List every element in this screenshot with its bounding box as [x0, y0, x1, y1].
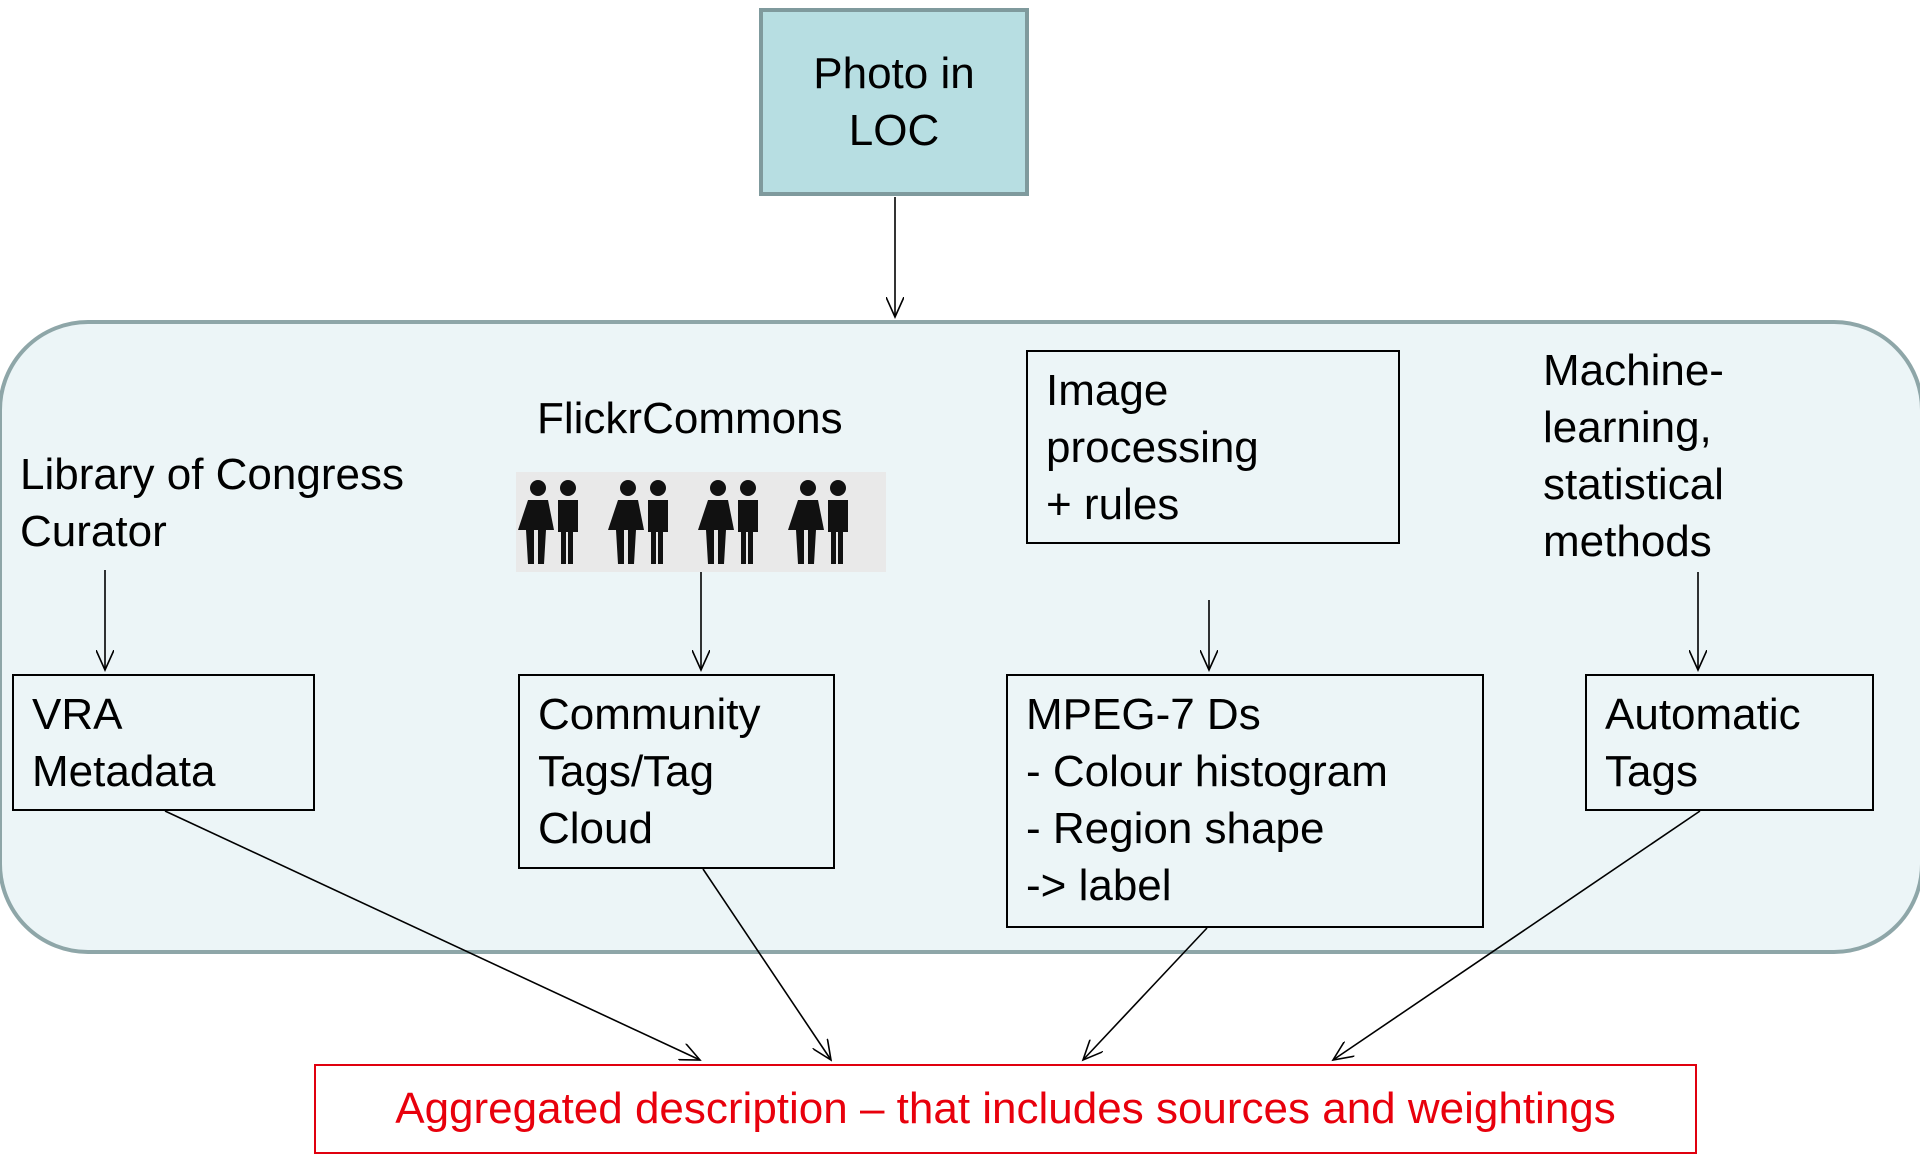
arrow-mpeg7-to-aggregate: [1083, 927, 1208, 1060]
output-vra-metadata: VRA Metadata: [12, 674, 315, 811]
arrow-autotags-to-aggregate: [1333, 810, 1701, 1060]
aggregated-description-node: Aggregated description – that includes s…: [314, 1064, 1697, 1154]
source-label-machine-learning: Machine- learning, statistical methods: [1543, 346, 1724, 566]
output-mpeg7-descriptors: MPEG-7 Ds - Colour histogram - Region sh…: [1006, 674, 1484, 928]
output-automatic-tags: Automatic Tags: [1585, 674, 1874, 811]
output-community-tags: Community Tags/Tag Cloud: [518, 674, 835, 869]
arrow-community-to-aggregate: [702, 868, 831, 1060]
people-silhouettes-icon: [516, 472, 886, 572]
arrow-vra-to-aggregate: [164, 810, 700, 1060]
photo-in-loc-node: Photo in LOC: [759, 8, 1029, 196]
sources-group-container: [0, 320, 1920, 954]
source-label-flickr: FlickrCommons: [537, 394, 843, 443]
source-label-image-processing: Image processing + rules: [1026, 350, 1400, 544]
source-label-curator: Library of Congress Curator: [20, 450, 404, 556]
